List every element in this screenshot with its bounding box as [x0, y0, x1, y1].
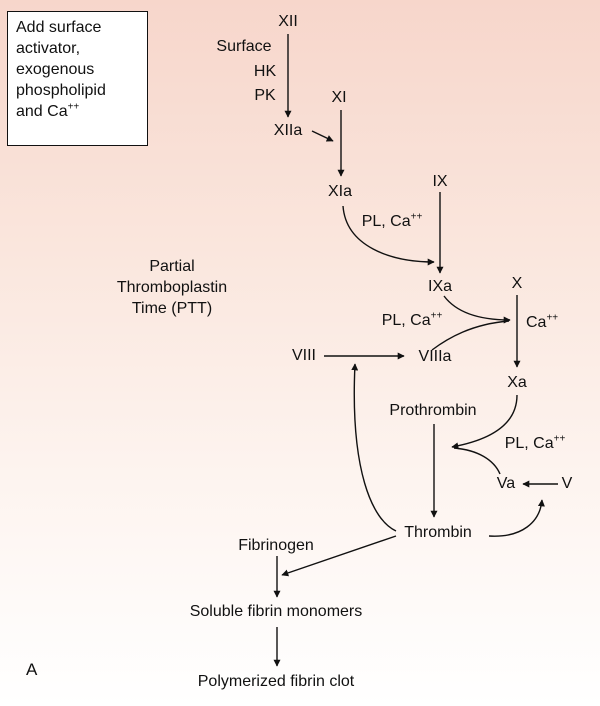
node-polymerized-fibrin-clot: Polymerized fibrin clot [197, 673, 355, 690]
superscript: ++ [67, 101, 80, 113]
superscript: ++ [430, 310, 443, 322]
node-va: Va [496, 475, 516, 492]
cofactor-pl-ca-2: PL, Ca++ [381, 310, 443, 330]
node-x: X [511, 275, 523, 292]
ptt-label: Partial Thromboplastin Time (PTT) [92, 256, 252, 319]
arrow-xa-prothrombin [451, 394, 518, 450]
ptt-line: Time (PTT) [131, 300, 213, 317]
arrow-ixa-x [443, 295, 511, 324]
superscript: ++ [546, 312, 559, 324]
cofactor-pl-ca-1: PL, Ca++ [361, 211, 423, 231]
ptt-line: Partial [149, 258, 195, 275]
arrow-viiia-x [431, 320, 510, 351]
node-xia: XIa [327, 183, 353, 200]
node-ix: IX [432, 173, 448, 190]
node-xiia: XIIa [273, 122, 303, 139]
reagent-line: and Ca++ [16, 101, 139, 122]
reagent-line: exogenous [16, 61, 95, 78]
node-fibrinogen: Fibrinogen [238, 537, 314, 554]
node-surface: Surface [216, 38, 272, 55]
node-soluble-fibrin-monomers: Soluble fibrin monomers [189, 603, 363, 620]
panel-label: A [26, 660, 38, 679]
reagent-box: Add surface activator, exogenous phospho… [7, 11, 148, 146]
node-thrombin: Thrombin [404, 524, 472, 541]
node-xi: XI [331, 89, 347, 106]
reagent-line: Add surface [16, 19, 102, 36]
cofactor-ca: Ca++ [526, 312, 559, 332]
arrow-va-prothrombin [453, 447, 501, 475]
reagent-line: phospholipid [16, 82, 106, 99]
cofactor-pl-ca-3: PL, Ca++ [504, 433, 566, 453]
node-v: V [561, 475, 573, 492]
node-prothrombin: Prothrombin [389, 402, 477, 419]
node-viii: VIII [291, 347, 317, 364]
node-xii: XII [278, 13, 298, 30]
node-ixa: IXa [427, 278, 453, 295]
node-hk: HK [253, 63, 277, 80]
superscript: ++ [553, 433, 566, 445]
arrow-xia-ixa [342, 205, 435, 266]
arrow-xiia-xi [311, 130, 334, 142]
cofactor-text: Ca [526, 314, 547, 331]
superscript: ++ [410, 211, 423, 223]
arrow-thrombin-viiia [351, 363, 397, 532]
cofactor-text: PL, Ca [381, 312, 431, 329]
node-pk: PK [254, 87, 276, 104]
reagent-line-text: and Ca [16, 103, 68, 120]
node-viiia: VIIIa [418, 348, 452, 365]
reagent-line: activator, [16, 40, 81, 57]
cofactor-text: PL, Ca [361, 213, 411, 230]
arrow-thrombin-fibrinogen [281, 535, 397, 577]
arrow-thrombin-va [488, 499, 545, 537]
node-xa: Xa [507, 374, 527, 391]
ptt-line: Thromboplastin [116, 279, 228, 296]
cofactor-text: PL, Ca [504, 435, 554, 452]
